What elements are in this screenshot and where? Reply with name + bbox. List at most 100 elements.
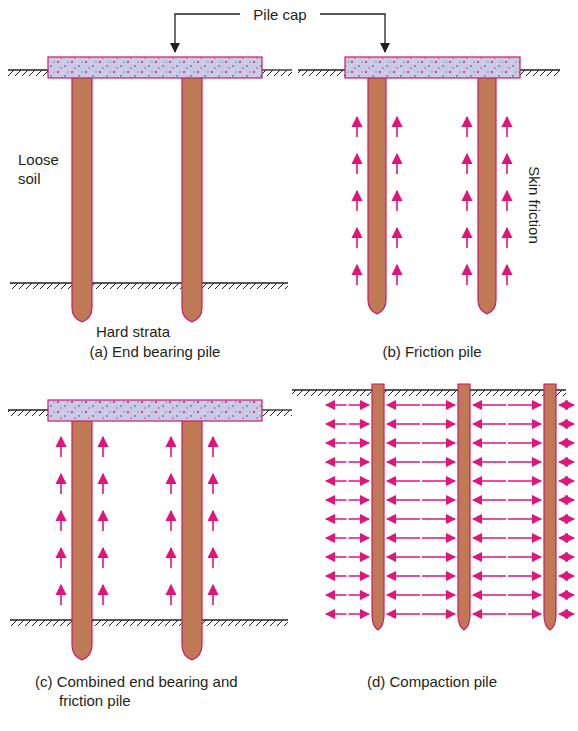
skin-friction-arrow: [466, 265, 468, 285]
compaction-arrow: [326, 613, 347, 615]
compaction-arrow: [508, 442, 541, 444]
compaction-arrow: [559, 556, 566, 558]
skin-friction-arrow: [506, 191, 508, 211]
compaction-arrow: [422, 518, 455, 520]
compaction-arrow: [568, 518, 575, 520]
pile-cap: [48, 400, 262, 421]
compaction-arrow: [387, 404, 420, 406]
compaction-arrow: [387, 594, 420, 596]
compaction-arrow: [422, 480, 455, 482]
compaction-arrow: [349, 442, 370, 444]
ground-hatch: [262, 70, 292, 76]
compaction-arrow: [508, 537, 541, 539]
skin-friction-arrow: [466, 154, 468, 174]
ground-hatch: [262, 410, 292, 416]
compaction-arrow: [559, 594, 566, 596]
ground-hatch: [298, 70, 345, 76]
figure-caption: (a) End bearing pile: [90, 342, 221, 361]
compaction-arrow: [568, 556, 575, 558]
compaction-arrow: [422, 499, 455, 501]
compaction-arrow: [387, 461, 420, 463]
skin-friction-arrow: [60, 437, 62, 457]
pile: [368, 77, 386, 314]
skin-friction-arrow: [212, 511, 214, 531]
compaction-arrow: [568, 499, 575, 501]
compaction-arrow: [473, 575, 506, 577]
compaction-arrow: [473, 480, 506, 482]
compaction-arrow: [422, 442, 455, 444]
compaction-arrow: [473, 613, 506, 615]
compaction-arrow: [473, 461, 506, 463]
compaction-arrow: [422, 537, 455, 539]
pile-caps: [48, 57, 520, 421]
skin-friction-arrow: [102, 548, 104, 568]
compaction-arrow: [559, 499, 566, 501]
compaction-arrow: [568, 537, 575, 539]
pile: [544, 384, 556, 630]
pile: [182, 420, 202, 660]
skin-friction-arrow: [506, 265, 508, 285]
friction-label: Skin friction: [525, 166, 544, 244]
compaction-arrow: [473, 518, 506, 520]
compaction-arrow: [349, 537, 370, 539]
compaction-arrow: [326, 423, 347, 425]
compaction-arrow: [349, 613, 370, 615]
pile: [372, 384, 384, 630]
ground-line: [520, 69, 560, 70]
compaction-arrow: [508, 423, 541, 425]
compaction-arrow: [326, 404, 347, 406]
skin-friction-arrow: [212, 585, 214, 605]
compaction-arrow: [326, 556, 347, 558]
compaction-arrow: [473, 423, 506, 425]
ground-line: [262, 409, 292, 410]
skin-friction-arrow: [102, 437, 104, 457]
skin-friction-arrow: [170, 437, 172, 457]
compaction-arrow: [349, 423, 370, 425]
compaction-arrow: [568, 575, 575, 577]
skin-friction-arrow: [102, 585, 104, 605]
compaction-arrow: [568, 404, 575, 406]
figure-caption: (c) Combined end bearing and friction pi…: [35, 672, 240, 710]
compaction-arrow: [559, 442, 566, 444]
compaction-arrow: [387, 423, 420, 425]
compaction-arrow: [508, 556, 541, 558]
strata-label: Hard strata: [96, 322, 170, 341]
compaction-arrow: [387, 499, 420, 501]
skin-friction-arrow: [170, 511, 172, 531]
pile-cap-label: Pile cap: [253, 5, 306, 24]
skin-friction-arrow: [60, 548, 62, 568]
compaction-arrow: [508, 613, 541, 615]
skin-friction-arrow: [170, 548, 172, 568]
pile: [478, 77, 496, 314]
compaction-arrow: [349, 499, 370, 501]
compaction-arrow: [349, 594, 370, 596]
skin-friction-arrow: [506, 154, 508, 174]
pile: [182, 77, 202, 322]
skin-friction-arrow: [396, 265, 398, 285]
compaction-arrow: [568, 461, 575, 463]
ground-hatch: [292, 390, 566, 396]
compaction-arrow: [387, 480, 420, 482]
skin-friction-arrow: [466, 117, 468, 137]
compaction-arrow: [508, 404, 541, 406]
compaction-arrow: [473, 556, 506, 558]
ground-line: [8, 409, 48, 410]
ground-line: [10, 282, 288, 283]
compaction-arrow: [473, 442, 506, 444]
ground-line: [8, 69, 48, 70]
ground-line: [262, 69, 292, 70]
skin-friction-arrow: [170, 585, 172, 605]
figure-caption: (b) Friction pile: [382, 342, 481, 361]
skin-friction-arrow: [102, 474, 104, 494]
compaction-arrow: [559, 423, 566, 425]
compaction-arrow: [559, 404, 566, 406]
skin-friction-arrow: [396, 154, 398, 174]
skin-friction-arrow: [466, 191, 468, 211]
compaction-arrow: [508, 499, 541, 501]
compaction-arrow: [326, 594, 347, 596]
compaction-arrow: [559, 461, 566, 463]
compaction-arrow: [326, 499, 347, 501]
compaction-arrow: [568, 442, 575, 444]
compaction-arrow: [387, 575, 420, 577]
force-arrows: [61, 117, 574, 614]
